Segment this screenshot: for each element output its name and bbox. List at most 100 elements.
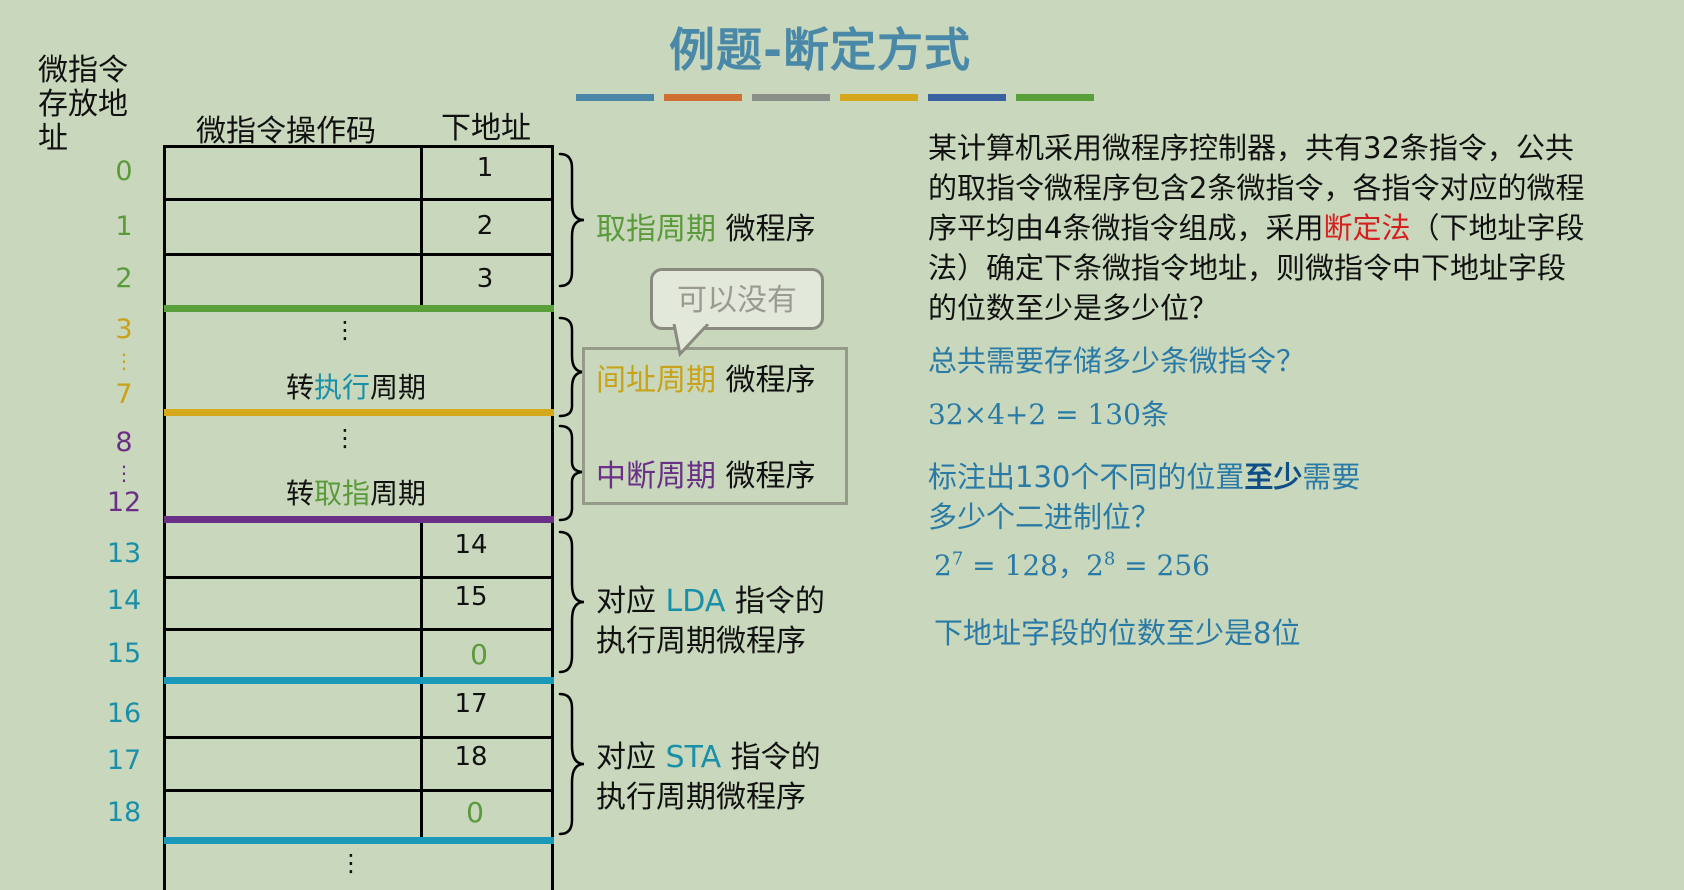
indirect-cycle-rest: 微程序 [716,363,816,398]
power-result: = 128， [963,549,1086,582]
question-line: 的取指令微程序包含2条微指令，各指令对应的微程 [928,171,1585,205]
next-address-cell: 0 [466,796,484,829]
row-line [164,145,554,148]
sta-cycle-separator [164,837,554,844]
optional-note-box [582,347,848,505]
power-exponent: 8 [1103,548,1116,570]
interrupt-cycle-rest: 微程序 [716,459,816,494]
next-col-divider-2 [420,522,423,680]
sta-exec-label: 对应 STA 指令的 执行周期微程序 [596,738,821,818]
next-address-cell: 18 [454,742,488,772]
goto-fetch-cycle: 转取指周期 [236,472,476,512]
question-fragment: 序平均由4条微指令组成，采用 [928,211,1324,245]
next-address-cell: 0 [470,638,488,671]
page-title: 例题-断定方式 [668,23,972,77]
final-answer: 下地址字段的位数至少是8位 [934,616,1301,650]
address-value: 1 [115,211,133,242]
color-bar-1 [576,94,654,101]
step-question-2-line2: 多少个二进制位？ [928,500,1161,534]
next-address-cell: 17 [454,689,488,719]
goto-prefix: 转 [285,477,314,510]
dots-row: ⋮ [339,849,363,877]
fetch-cycle-rest: 微程序 [716,212,816,247]
dots-row: ⋮ [333,316,357,344]
address-value: 12 [106,487,142,518]
lda-brace [558,530,585,674]
row-line [164,253,554,256]
power-base: 2 [934,549,952,582]
power-result: = 256 [1115,549,1210,582]
goto-suffix: 周期 [370,477,427,510]
indirect-cycle-label: 间址周期 微程序 [596,355,816,399]
fetch-cycle-label: 取指周期 微程序 [596,204,816,248]
row-line [164,628,554,631]
address-value: 16 [106,698,142,729]
callout-bubble [650,268,824,330]
goto-suffix: 周期 [370,371,427,404]
goto-exec-cycle: 转执行周期 [236,366,476,406]
row-line [164,576,554,579]
address-header: 微指令 存放地 址 [38,54,128,156]
power-base: 2 [1086,549,1104,582]
fetch-cycle-colored: 取指周期 [596,212,716,247]
address-value: 17 [106,745,142,776]
step-fragment: 标注出130个不同的位置 [928,460,1245,494]
indirect-cycle-colored: 间址周期 [596,363,716,398]
goto-fetch-colored: 取指 [313,477,370,510]
lda-suffix: 指令的 [725,584,825,619]
callout-pointer [672,324,710,358]
interrupt-cycle-label: 中断周期 微程序 [596,451,816,495]
address-value: 2 [115,263,133,294]
address-header-line3: 址 [38,121,68,156]
question-line: 的位数至少是多少位？ [928,291,1219,325]
callout-text: 可以没有 [677,283,797,318]
highlight-method: 断定法 [1323,211,1411,245]
lda-exec-label: 对应 LDA 指令的 执行周期微程序 [596,582,825,662]
next-col-divider-1 [420,145,423,308]
question-line: 序平均由4条微指令组成，采用断定法（下地址字段 [928,208,1648,248]
next-col-divider-3 [420,682,423,840]
step-fragment: 需要 [1302,460,1361,494]
lda-cycle-separator [164,677,554,684]
sta-line2: 执行周期微程序 [596,780,806,815]
sta-brace [558,692,585,836]
step-calculation: 32×4+2 = 130条 [928,398,1169,431]
fetch-cycle-separator [164,305,554,312]
question-line: 某计算机采用微程序控制器，共有32条指令，公共 [928,131,1574,165]
next-address-cell: 3 [476,264,494,294]
step-question-2-line1: 标注出130个不同的位置至少需要 [928,457,1360,497]
address-value: 3 [115,314,133,345]
row-line [164,736,554,739]
sta-suffix: 指令的 [721,740,821,775]
interrupt-brace [558,424,585,522]
next-address-header: 下地址 [441,111,531,146]
sta-line1: 对应 STA 指令的 [596,738,821,778]
address-value: 13 [106,538,142,569]
address-value: 14 [106,585,142,616]
fetch-brace [558,152,585,288]
color-bar-6 [1016,94,1094,101]
question-text: 某计算机采用微程序控制器，共有32条指令，公共 的取指令微程序包含2条微指令，各… [928,128,1648,328]
color-bar-3 [752,94,830,101]
dots-row: ⋮ [333,424,357,452]
sta-mnemonic: STA [665,740,722,775]
next-address-cell: 14 [454,530,488,560]
address-value: 8 [115,427,133,458]
color-bar-2 [664,94,742,101]
address-value: 7 [115,379,133,410]
power-exponent: 7 [951,548,964,570]
indirect-brace [558,316,585,418]
lda-line1: 对应 LDA 指令的 [596,582,825,622]
row-line [164,198,554,201]
step-question-2: 标注出130个不同的位置至少需要 多少个二进制位？ [928,457,1360,537]
address-value: 18 [106,797,142,828]
address-ellipsis: ⋮ [114,349,134,373]
question-line: 法）确定下条微指令地址，则微指令中下地址字段 [928,251,1567,285]
question-fragment: （下地址字段 [1410,211,1585,245]
address-header-line2: 存放地 [38,87,128,122]
lda-prefix: 对应 [596,584,666,619]
emphasis-at-least: 至少 [1244,460,1303,494]
color-bar-4 [840,94,918,101]
next-address-cell: 15 [454,582,488,612]
goto-exec-colored: 执行 [313,371,370,404]
